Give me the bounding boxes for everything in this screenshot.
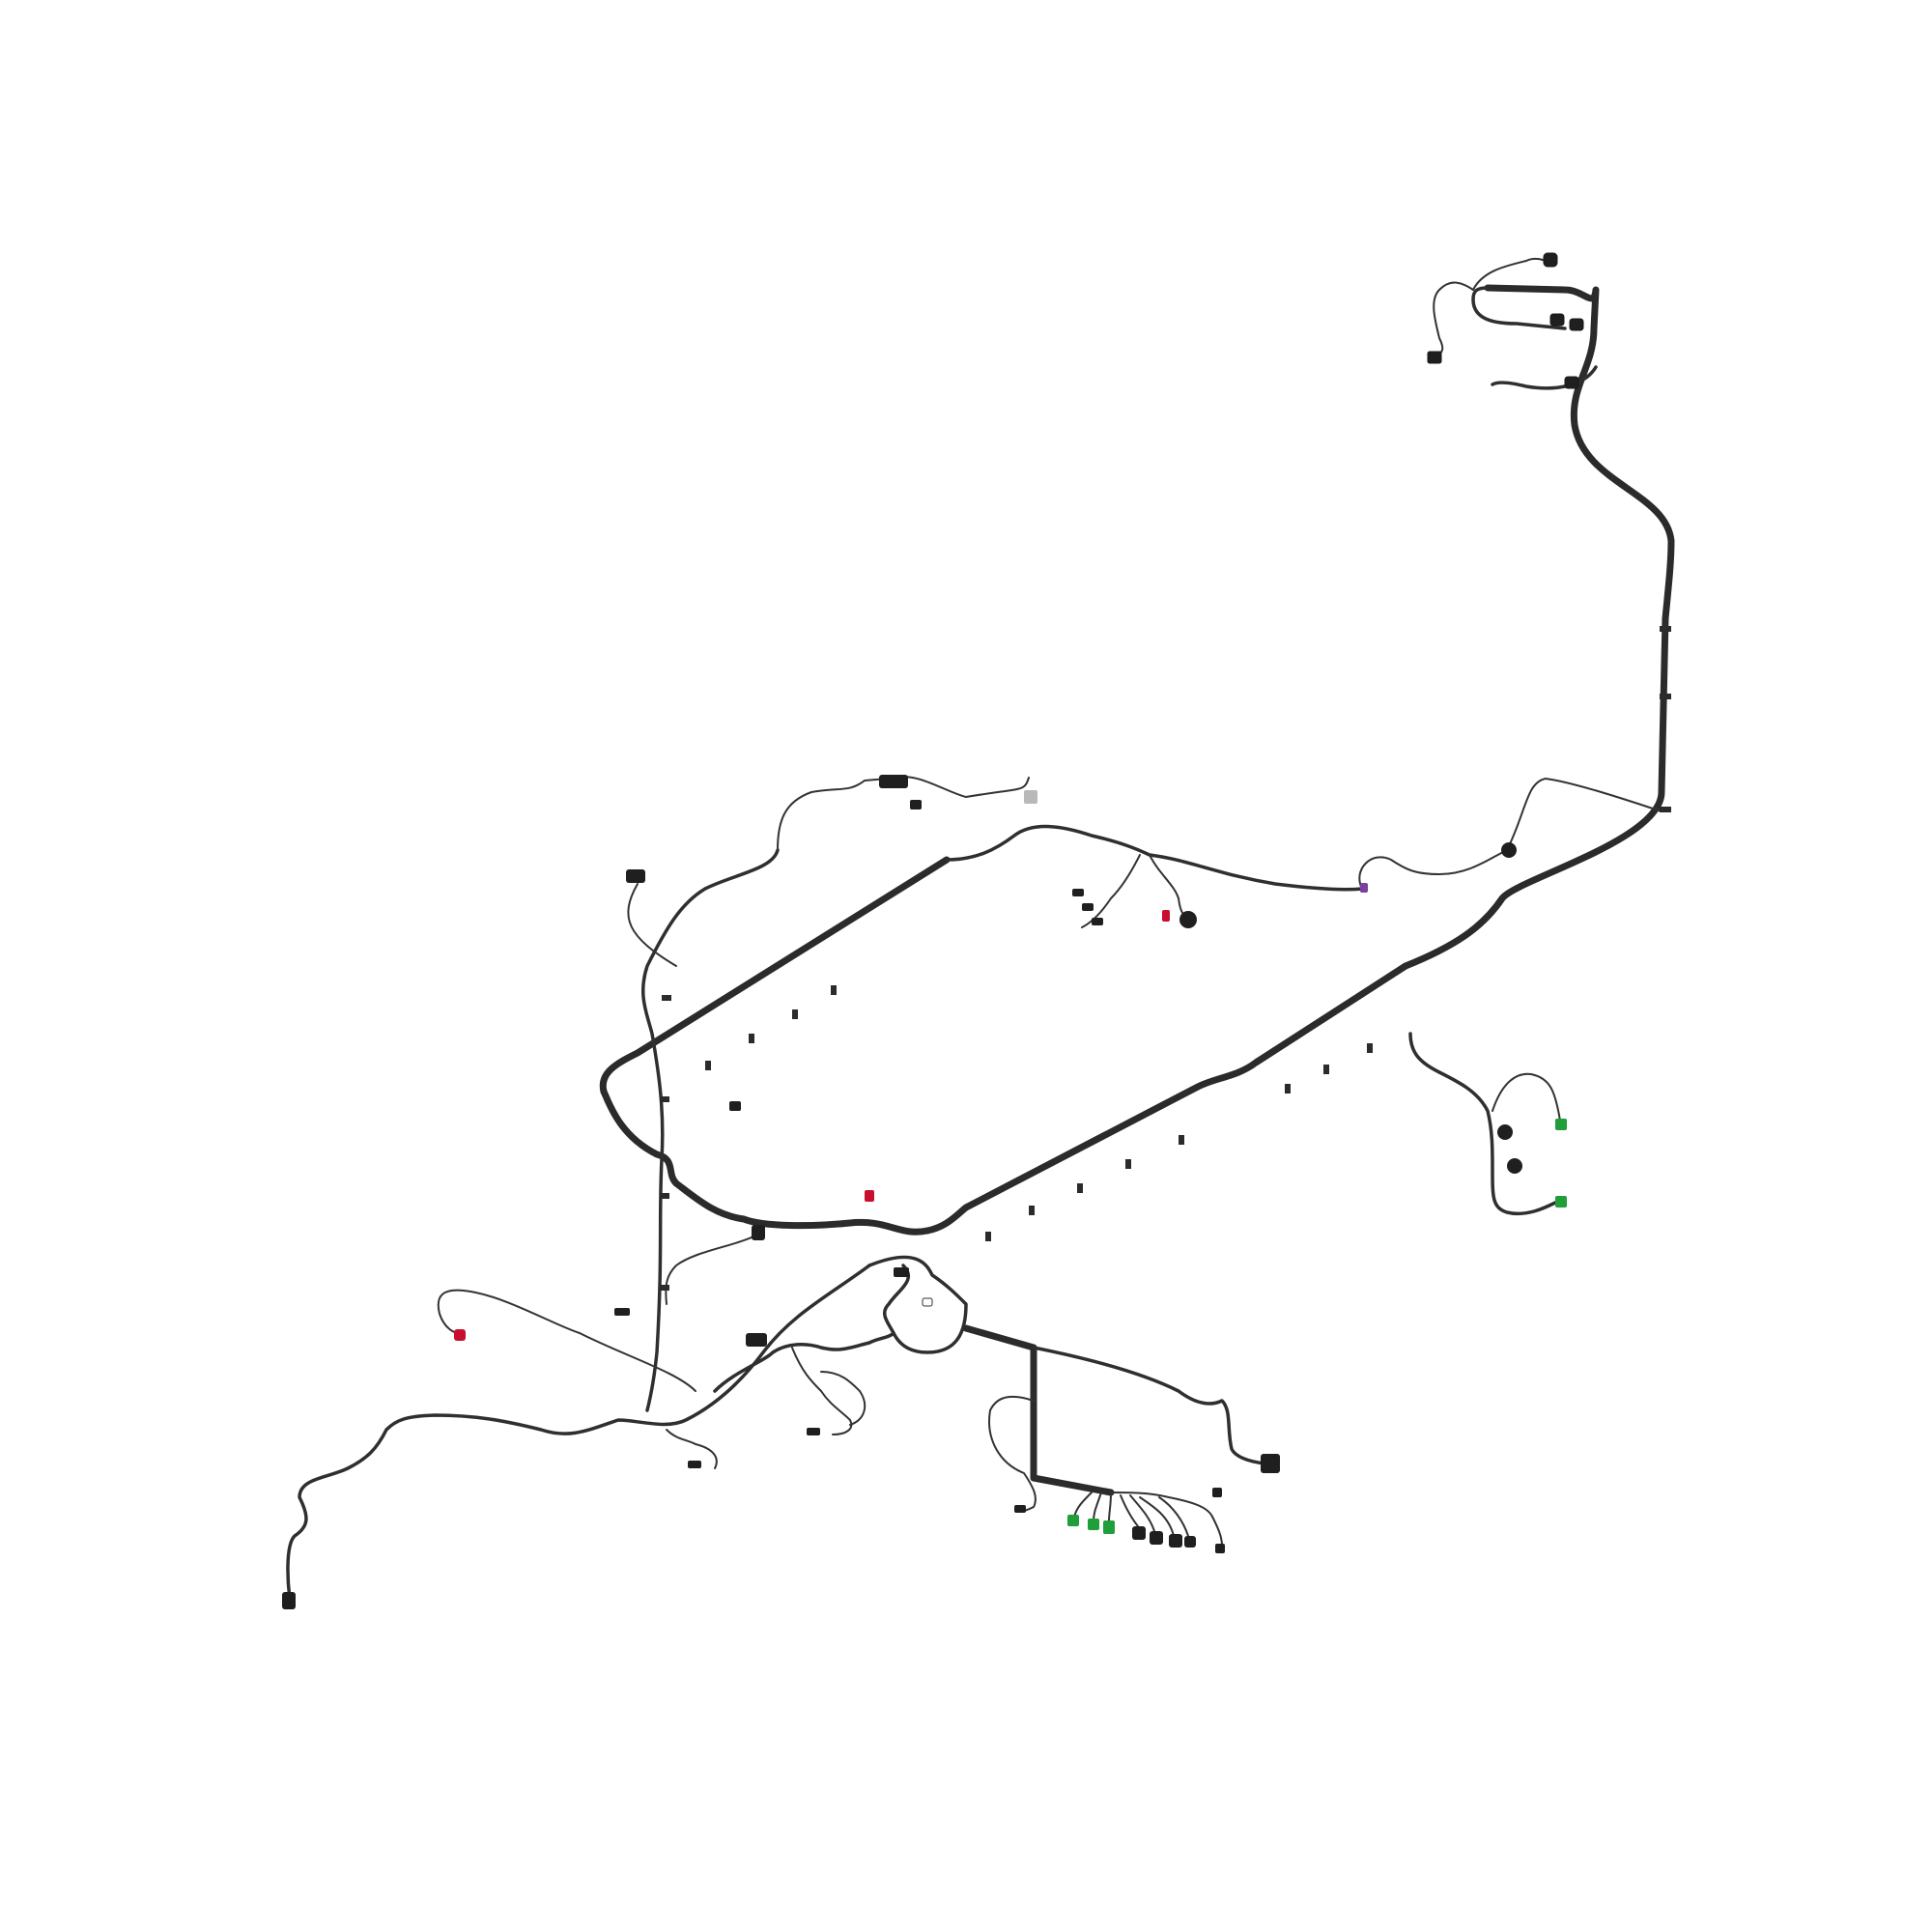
connector-icon [626,869,645,883]
connector-icon [1497,1124,1513,1140]
branch-upper-tail [1358,849,1508,890]
connector-icon [1212,1488,1222,1497]
connector-icon [807,1428,820,1435]
clips [660,626,1671,1291]
connector-icon [1179,911,1197,928]
main-trunk [599,284,1675,1236]
clip-icon [1660,694,1671,699]
connector-icon [1024,790,1037,804]
connector-icon [1162,910,1170,922]
clip-icon [1323,1065,1329,1074]
clip-icon [1660,807,1671,812]
connector-icon [1092,918,1103,925]
left-branches [627,776,1030,1412]
trunk-right-riser [1402,284,1675,970]
connector-icon [879,775,908,788]
mid-left-cluster [666,1331,895,1469]
upper-branch [945,778,1662,928]
branch-right-drop [1408,1032,1557,1215]
connector-icon [1184,1536,1196,1548]
connector-icon [688,1461,701,1468]
branch-left-mid [665,1236,754,1305]
branch-center-left-drop [988,1395,1037,1513]
connector-icon [282,1592,296,1609]
clip-icon [1077,1183,1083,1193]
connector-icon [1555,1196,1567,1208]
clip-icon [1125,1159,1131,1169]
clip-icon [749,1034,754,1043]
branch-center-out [962,1324,1115,1496]
connector-icon [1132,1526,1146,1540]
lower-left-tail [286,1236,871,1601]
connector-icon [1261,1454,1280,1473]
branch-left-red-lead [437,1289,696,1392]
trunk-lower-diagonal [923,962,1409,1235]
clip-icon [660,1285,669,1291]
connectors [282,252,1584,1609]
connector-icon [1150,1531,1163,1545]
connector-icon [1082,903,1094,911]
clip-icon [662,995,671,1001]
right-sub-branch [1408,1032,1561,1215]
clip-icon [1367,1043,1373,1053]
connector-icon [1427,351,1442,364]
branch-left-top-drop [627,883,677,967]
clip-icon [660,1096,669,1102]
connector-icon [746,1333,767,1347]
connector-icon [1569,318,1584,331]
connector-icon [1169,1534,1182,1548]
connector-icon [1103,1520,1115,1534]
branch-cluster-center [1081,854,1141,928]
connector-icon [752,1225,765,1240]
connector-icon [454,1329,466,1341]
branch-upper-cross [945,824,1364,892]
connector-icon [865,1190,874,1202]
clip-icon [831,985,837,995]
branch-mid-left [713,1331,895,1393]
connector-icon [922,1297,933,1307]
clip-icon [1285,1084,1291,1094]
connector-icon [1555,1119,1567,1130]
central-lower-assembly [867,1255,1272,1547]
connector-icon [1507,1158,1522,1174]
connector-icon [614,1308,630,1316]
connector-icon [910,800,922,810]
branch-upper-riser [1506,778,1662,851]
trunk-lower-left [600,1088,931,1236]
connector-icon [1088,1519,1099,1530]
branch-center-loop [867,1255,968,1354]
connector-icon [1014,1505,1026,1513]
connector-icon [1067,1515,1079,1526]
clip-icon [1660,626,1671,632]
clip-icon [1179,1135,1184,1145]
connector-icon [1564,376,1579,389]
connector-icon [894,1267,909,1277]
connector-icon [1215,1544,1225,1553]
connector-icon [1072,889,1084,896]
trunk-upper-diagonal [599,856,951,1095]
connector-icon [729,1101,741,1111]
clip-icon [985,1232,991,1241]
clip-icon [660,1193,669,1199]
clip-icon [792,1009,798,1019]
branch-center-fan [1110,1492,1223,1547]
branch-bottom-left-long [286,1264,871,1601]
connector-icon [1360,883,1368,893]
branch-center-right [1032,1346,1272,1465]
branch-left-vertical [640,848,780,1412]
connector-icon [1549,313,1565,327]
clip-icon [705,1061,711,1070]
clip-icon [1029,1206,1035,1215]
connector-icon [1501,842,1517,858]
connector-icon [1543,252,1558,268]
